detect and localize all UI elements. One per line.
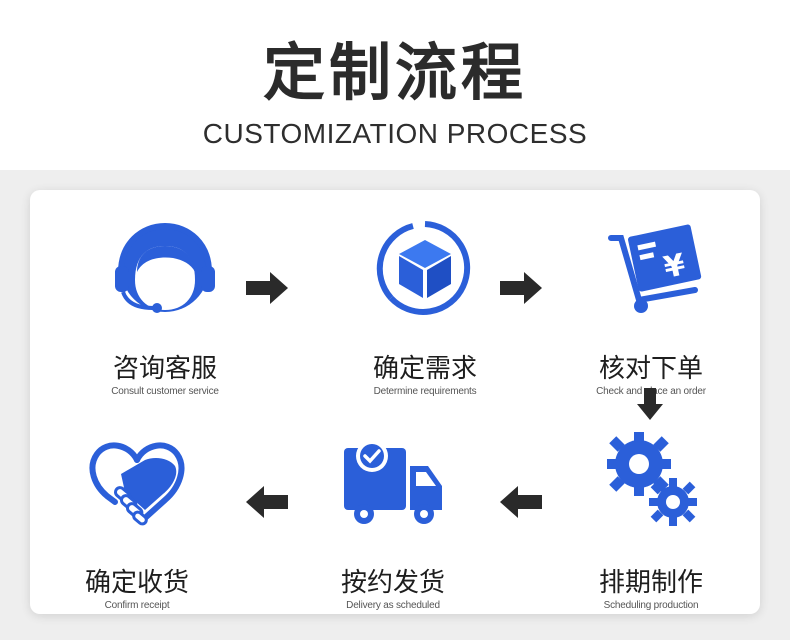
heart-handshake-icon [52, 430, 222, 534]
box-cube-icon [340, 216, 510, 320]
step-label: 确定收货 [84, 568, 189, 598]
gears-icon [566, 430, 736, 534]
step-description: Delivery as scheduled [346, 600, 440, 611]
process-panel: 咨询客服 Consult customer service 确定需求 Deter… [30, 190, 760, 614]
step-description: Confirm receipt [104, 600, 170, 611]
arrow-right-icon [498, 270, 544, 310]
step-description: Consult customer service [111, 386, 219, 397]
step-label: 排期制作 [598, 568, 703, 598]
step-label: 确定需求 [372, 354, 477, 384]
arrow-down-icon [636, 386, 664, 426]
step-label: 核对下单 [598, 354, 703, 384]
arrow-left-icon [498, 484, 544, 524]
page-subtitle: CUSTOMIZATION PROCESS [202, 118, 588, 149]
arrow-left-icon [244, 484, 290, 524]
delivery-truck-icon [308, 430, 478, 534]
arrow-right-icon [244, 270, 290, 310]
step-label: 按约发货 [340, 568, 445, 598]
page-title: 定制流程 [262, 36, 527, 109]
step-description: Determine requirements [373, 386, 477, 397]
step-label: 咨询客服 [112, 354, 217, 384]
headset-agent-icon [80, 216, 250, 320]
cart-yen-invoice-icon: ¥ [566, 216, 736, 320]
step-description: Scheduling production [603, 600, 699, 611]
